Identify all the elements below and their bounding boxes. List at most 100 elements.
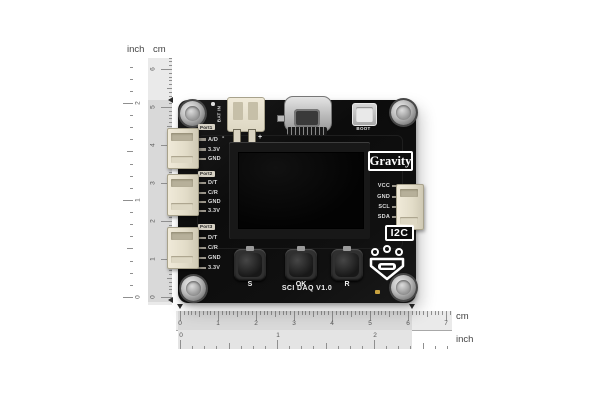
oled-screen: [238, 152, 364, 229]
ruler-tick: [290, 311, 292, 315]
bottom-ruler-inch-band: [178, 330, 412, 349]
ruler-tick: [267, 311, 269, 315]
left-ruler-inch-ticks: [122, 66, 133, 298]
left-ruler-inch-number: 0: [134, 295, 142, 299]
left-ruler-cm-number: 6: [149, 67, 157, 71]
port3-pin-gnd: GND: [198, 255, 221, 261]
ruler-tick: [168, 84, 172, 86]
ruler-tick: [446, 345, 448, 349]
ruler-tick: [191, 311, 193, 315]
pin-pad-icon: [198, 181, 206, 185]
board-right-marker: [408, 304, 415, 309]
ruler-tick: [427, 311, 428, 317]
left-ruler-inch-header: inch: [127, 44, 145, 55]
pin-pad-icon: [198, 157, 206, 161]
left-ruler-inch-number: 2: [134, 101, 142, 105]
ruler-tick: [129, 284, 133, 286]
status-led: [375, 290, 380, 294]
pin-pad-icon: [198, 191, 206, 195]
ruler-tick: [366, 311, 368, 315]
port2-pin-dt: D/T: [198, 180, 217, 186]
port2-pin-cr: C/R: [198, 190, 218, 196]
ruler-tick: [229, 311, 231, 315]
ruler-tick: [168, 72, 172, 74]
ruler-tick: [168, 281, 172, 283]
port2-badge: Port2: [198, 170, 215, 177]
ruler-tick: [218, 311, 219, 321]
ruler-tick: [377, 311, 379, 315]
boot-button: [352, 103, 377, 126]
smd-component: [277, 115, 285, 122]
ruler-tick: [332, 311, 333, 321]
ruler-tick: [168, 80, 172, 82]
port3-pin-33v: 3.3V: [198, 265, 220, 271]
ruler-tick: [168, 270, 172, 272]
left-ruler-cm-number: 2: [149, 219, 157, 223]
ruler-tick: [127, 248, 133, 250]
ruler-tick: [438, 311, 440, 315]
ruler-tick: [347, 311, 349, 315]
ruler-tick: [225, 311, 227, 315]
battery-plus-mark: +: [258, 134, 263, 141]
ruler-tick: [286, 311, 288, 315]
ruler-tick: [430, 311, 432, 315]
ruler-tick: [263, 311, 265, 315]
ruler-tick: [192, 345, 194, 349]
ruler-tick: [129, 272, 133, 274]
ruler-tick: [168, 217, 172, 219]
ruler-tick: [337, 345, 339, 349]
ruler-tick: [129, 115, 133, 117]
ruler-tick: [168, 122, 172, 124]
pin-label: 3.3V: [208, 146, 221, 153]
ruler-tick: [168, 274, 172, 276]
ruler-tick: [248, 311, 250, 315]
port1-pin-33v: 3.3V: [198, 147, 220, 153]
pin-label: D/T: [208, 180, 218, 186]
ruler-tick: [237, 311, 238, 317]
s-button: [234, 246, 266, 281]
ruler-tick: [374, 340, 375, 349]
ruler-tick: [259, 311, 261, 315]
pin-pad-icon: [198, 266, 206, 270]
s-button-label: S: [247, 281, 253, 288]
pin-pad-icon: [198, 148, 206, 151]
ruler-tick: [123, 199, 133, 201]
ruler-tick: [180, 340, 181, 349]
ruler-tick: [386, 345, 388, 349]
ruler-tick: [166, 277, 172, 279]
ruler-tick: [335, 311, 337, 315]
ruler-tick: [252, 311, 254, 315]
pin-label: GND: [208, 156, 221, 162]
ruler-tick: [313, 345, 315, 349]
ruler-tick: [129, 90, 133, 92]
ruler-tick: [252, 345, 254, 349]
corner-screw-bottom-right: [391, 275, 416, 300]
left-ruler-cm-number: 0: [149, 295, 157, 299]
fiducial-dot: [211, 102, 215, 106]
product-name-label: SCI DAQ V1.0: [281, 285, 333, 292]
r-button: [331, 246, 363, 281]
ruler-tick: [129, 163, 133, 165]
ruler-tick: [415, 311, 417, 315]
ruler-tick: [301, 345, 303, 349]
ruler-tick: [361, 345, 363, 349]
battery-minus-mark: -: [222, 134, 225, 141]
i2c-label: I2C: [385, 225, 414, 241]
ruler-tick: [410, 345, 412, 349]
corner-screw-top-right: [391, 100, 416, 125]
ruler-tick: [129, 212, 133, 214]
ruler-tick: [240, 311, 242, 315]
ruler-tick: [204, 345, 206, 349]
ruler-tick: [210, 311, 212, 315]
bottom-ruler-inch-number: 0: [179, 331, 183, 339]
ruler-tick: [381, 311, 383, 315]
ruler-tick: [161, 258, 172, 260]
pin-label: SDA: [377, 214, 390, 220]
ruler-tick: [168, 114, 172, 116]
pin-label: GND: [377, 194, 390, 200]
ruler-tick: [275, 311, 276, 317]
ruler-tick: [233, 311, 235, 315]
port1-badge: Port1: [198, 124, 215, 130]
i2c-pin-vcc: VCC: [364, 183, 400, 189]
